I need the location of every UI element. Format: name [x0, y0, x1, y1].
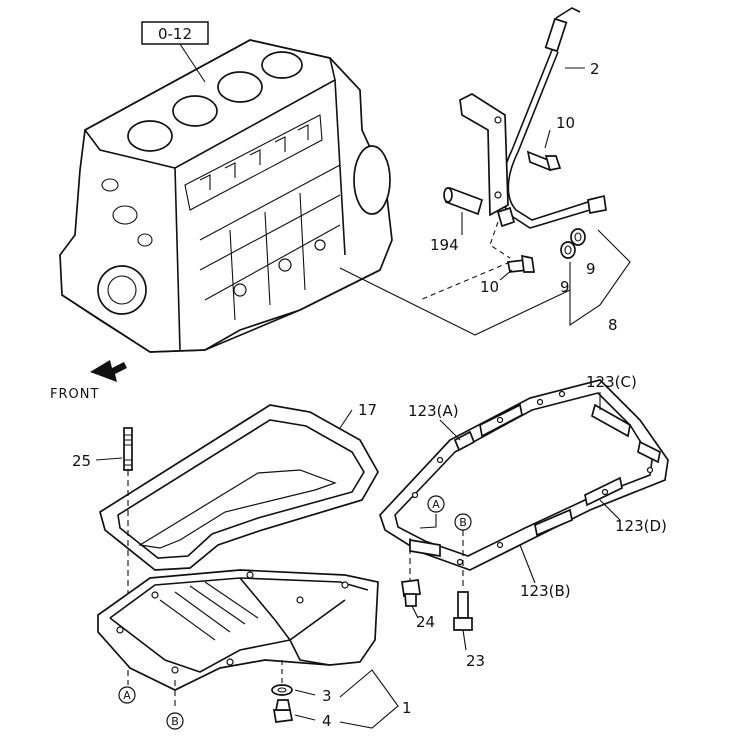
pan-bolts — [401, 530, 473, 631]
dipstick-assembly — [419, 7, 607, 301]
svg-text:A: A — [432, 498, 440, 511]
stud-bolt — [123, 427, 133, 685]
callout-17: 17 — [358, 401, 377, 419]
reference-box-label: 0-12 — [158, 25, 192, 43]
callout-23: 23 — [466, 652, 485, 670]
callout-4: 4 — [322, 712, 332, 730]
svg-text:B: B — [171, 715, 179, 728]
callout-194: 194 — [430, 236, 459, 254]
callout-123c: 123(C) — [586, 373, 637, 391]
callout-9-right: 9 — [586, 260, 596, 278]
callout-123b: 123(B) — [520, 582, 571, 600]
callout-25: 25 — [72, 452, 91, 470]
callout-10-upper: 10 — [556, 114, 575, 132]
engine-block — [59, 39, 393, 353]
callout-10-lower: 10 — [480, 278, 499, 296]
callout-24: 24 — [416, 613, 435, 631]
leader-lines — [95, 67, 631, 651]
callout-1: 1 — [402, 699, 412, 717]
circled-marker-b-left: B — [166, 712, 184, 730]
svg-text:A: A — [123, 689, 131, 702]
oil-pan-gasket — [99, 404, 379, 571]
callout-123d: 123(D) — [615, 517, 667, 535]
circled-marker-a-left: A — [118, 686, 136, 704]
callout-8: 8 — [608, 316, 618, 334]
front-arrow: FRONT — [50, 360, 127, 402]
callout-2: 2 — [590, 60, 600, 78]
oil-pan — [97, 569, 379, 710]
reference-box: 0-12 — [141, 21, 209, 83]
circled-marker-a-right: A — [427, 495, 445, 513]
callout-9-left: 9 — [560, 278, 570, 296]
svg-text:B: B — [459, 516, 467, 529]
oil-pan-gasket-set — [379, 379, 669, 571]
drain-plug — [271, 660, 399, 729]
circled-marker-b-right: B — [454, 513, 472, 531]
front-label: FRONT — [50, 387, 99, 402]
callout-123a: 123(A) — [408, 402, 459, 420]
callout-labels: 2 10 194 10 9 9 8 25 17 123(A) 123(C) 12… — [72, 60, 667, 730]
callout-3: 3 — [322, 687, 332, 705]
